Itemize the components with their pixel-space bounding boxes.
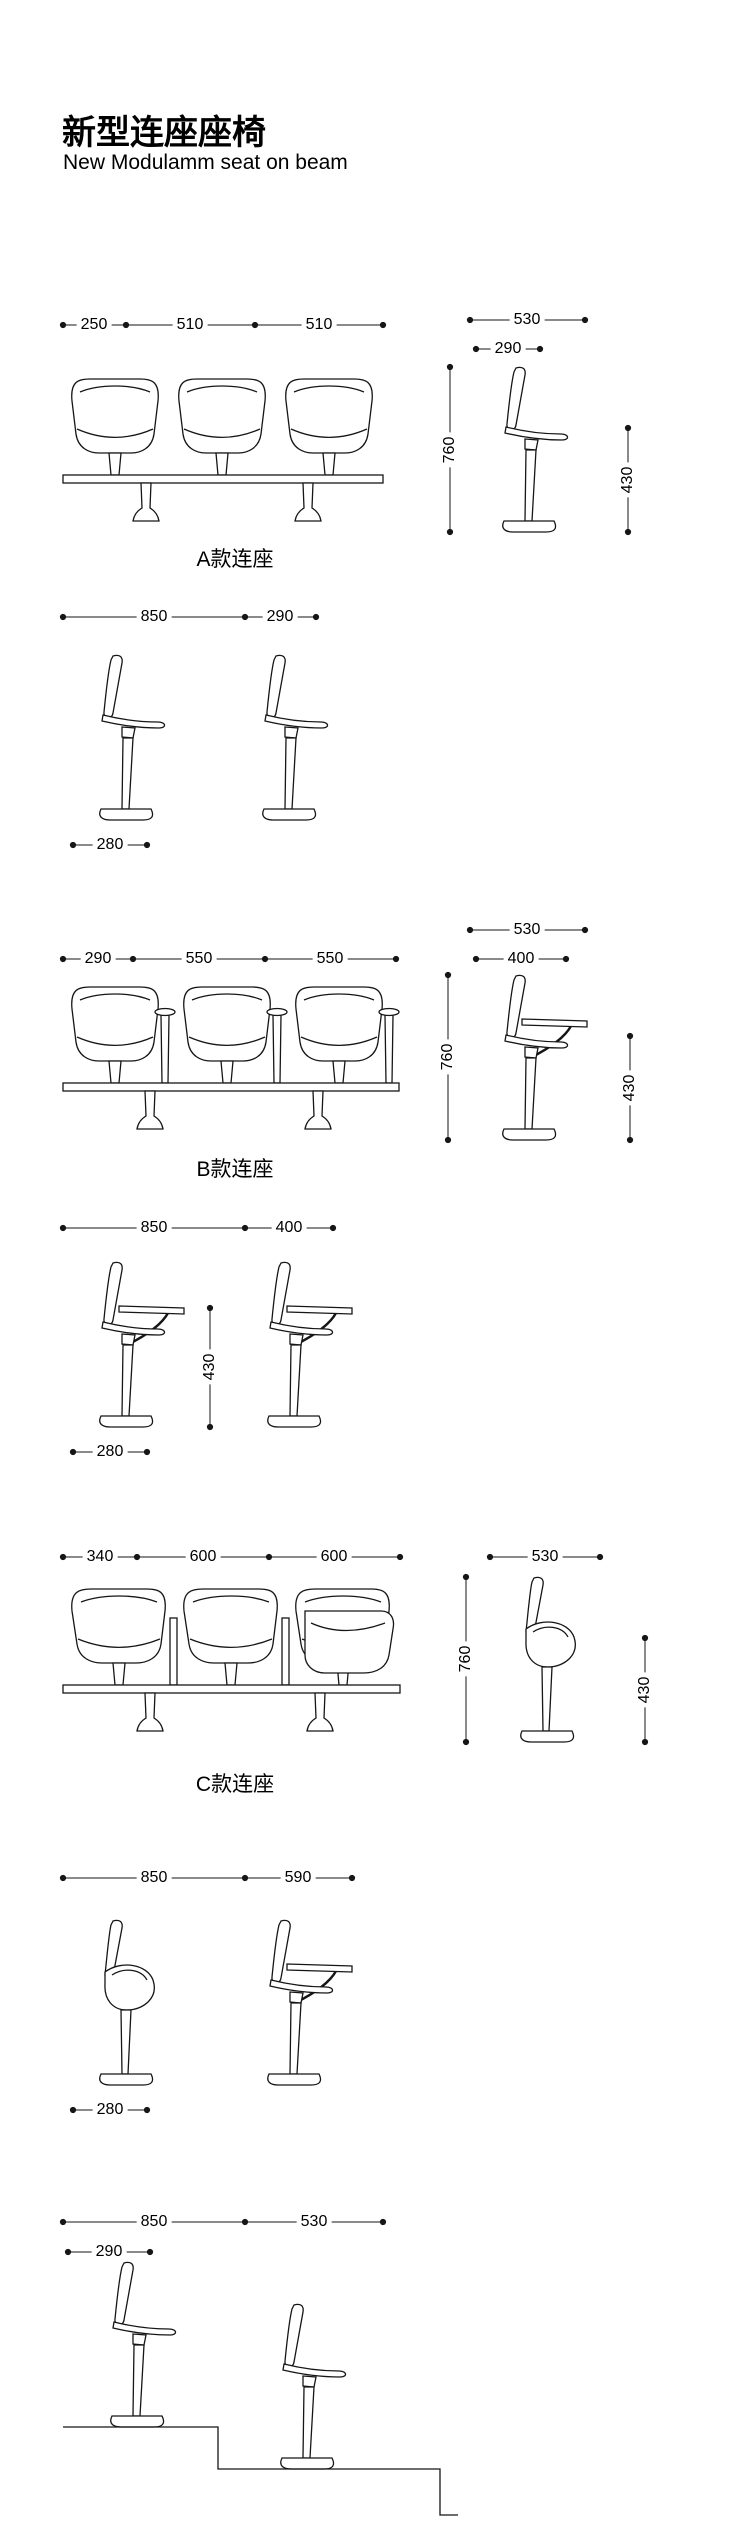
typeB-side-view: [503, 975, 587, 1140]
dim-c-depth: 530: [527, 1548, 563, 1566]
armrest-post: [281, 1617, 290, 1686]
chair-side: [262, 654, 329, 821]
chair-front: [285, 378, 373, 476]
chair-front-tablet: [184, 987, 287, 1083]
dim-a-front-2: 510: [301, 316, 337, 334]
typeC-side-view: [520, 1576, 576, 1743]
chair-side: [280, 2303, 347, 2470]
chair-front: [71, 378, 159, 476]
folded-tablet-front: [304, 1610, 395, 1674]
dim-rowb-tablet-depth: 400: [271, 1219, 307, 1237]
beam: [62, 474, 384, 484]
dim-rowc-pitch: 850: [136, 1869, 172, 1887]
typeB-row-side-view: [100, 1262, 352, 1427]
pedestal-leg: [304, 1090, 332, 1130]
chair-side: [502, 366, 569, 533]
dim-rowa-base: 280: [92, 836, 128, 854]
chair-front: [178, 378, 266, 476]
typeA-row-side-view: [99, 654, 329, 821]
chair-side: [99, 654, 166, 821]
chair-side-folded: [99, 1919, 155, 2086]
dim-a-front-1: 510: [172, 316, 208, 334]
section-a-label: A款连座: [196, 548, 274, 571]
dim-a-seat-height: 430: [619, 462, 637, 498]
beam: [62, 1082, 400, 1092]
chair-front-wide: [183, 1588, 278, 1686]
dim-rowc-base: 280: [92, 2101, 128, 2119]
beam: [62, 1684, 401, 1694]
dim-steps-gap: 290: [91, 2243, 127, 2261]
dim-b-front-2: 550: [312, 950, 348, 968]
dim-a-front-0: 250: [76, 316, 112, 334]
dim-b-front-0: 290: [80, 950, 116, 968]
typeA-front-view: [62, 378, 384, 522]
dim-a-depth: 530: [509, 311, 545, 329]
typeA-side-view: [502, 366, 569, 533]
dim-b-seat-height: 430: [621, 1070, 639, 1106]
chair-side-tablet: [268, 1920, 352, 2085]
armrest-post: [169, 1617, 178, 1686]
chair-front-wide: [71, 1588, 166, 1686]
dim-b-tablet-depth: 400: [503, 950, 539, 968]
dim-rowa-pitch: 850: [136, 608, 172, 626]
dim-rowb-tablet-height: 430: [201, 1349, 219, 1385]
chair-side-folded: [520, 1576, 576, 1743]
dim-steps-depth: 530: [296, 2213, 332, 2231]
typeC-row-side-view: [99, 1919, 352, 2086]
page-title: 新型连座座椅: [62, 114, 266, 152]
chair-side-tablet: [268, 1262, 352, 1427]
dim-b-front-1: 550: [181, 950, 217, 968]
dim-a-height: 760: [441, 432, 459, 468]
dim-b-height: 760: [439, 1039, 457, 1075]
chair-side: [110, 2261, 177, 2428]
dim-c-seat-height: 430: [636, 1672, 654, 1708]
dim-rowc-open-depth: 590: [280, 1869, 316, 1887]
typeC-front-view: [62, 1588, 401, 1732]
dim-c-front-1: 600: [185, 1548, 221, 1566]
pedestal-leg: [294, 482, 322, 522]
step-profile: [63, 2426, 458, 2516]
section-c-label: C款连座: [195, 1773, 275, 1796]
dim-b-depth: 530: [509, 921, 545, 939]
chair-front-tablet: [296, 987, 399, 1083]
pedestal-leg: [132, 482, 160, 522]
dim-a-seat-depth: 290: [490, 340, 526, 358]
dim-c-front-2: 600: [316, 1548, 352, 1566]
dim-rowb-base: 280: [92, 1443, 128, 1461]
stepped-floor-view: [63, 2261, 458, 2516]
dim-steps-pitch: 850: [136, 2213, 172, 2231]
chair-front-tablet: [72, 987, 175, 1083]
chair-side-tablet: [503, 975, 587, 1140]
dim-c-front-0: 340: [82, 1548, 118, 1566]
pedestal-leg: [136, 1692, 164, 1732]
dim-rowb-pitch: 850: [136, 1219, 172, 1237]
section-b-label: B款连座: [196, 1158, 274, 1181]
typeB-front-view: [62, 987, 400, 1130]
chair-side-tablet: [100, 1262, 184, 1427]
dim-c-height: 760: [457, 1641, 475, 1677]
dim-rowa-gap: 290: [262, 608, 298, 626]
page-subtitle: New Modulamm seat on beam: [63, 151, 348, 174]
pedestal-leg: [136, 1090, 164, 1130]
pedestal-leg: [306, 1692, 334, 1732]
